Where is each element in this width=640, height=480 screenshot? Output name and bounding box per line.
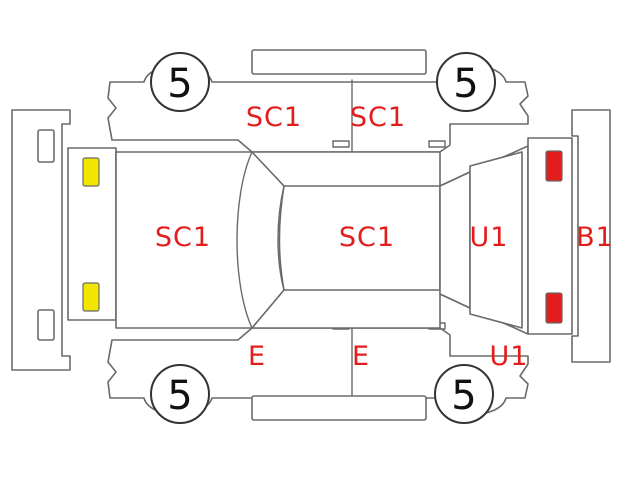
tire-front-left-circle <box>150 52 210 112</box>
front-bumper-outline <box>11 109 71 371</box>
tire-rear-right-circle <box>434 364 494 424</box>
code-rear-glass: U1 <box>470 222 509 253</box>
code-roof: SC1 <box>339 222 395 253</box>
code-bottom-door-left: E <box>248 341 266 372</box>
tire-front-right-circle <box>150 364 210 424</box>
tire-rear-left-value: 5 <box>453 61 478 107</box>
bottom-side-step <box>251 395 427 421</box>
pillar-front-top <box>251 151 285 187</box>
code-hood: SC1 <box>155 222 211 253</box>
top-view-body <box>67 137 573 335</box>
tire-rear-right-value: 5 <box>451 373 476 419</box>
tire-front-left: 5 <box>150 52 210 112</box>
tire-front-right: 5 <box>150 364 210 424</box>
code-rear-bumper: B1 <box>576 222 614 253</box>
pillar-front-bottom <box>251 289 285 329</box>
top-door-handle-left <box>332 140 350 148</box>
top-door-handle-right <box>428 140 446 148</box>
front-bumper-slot-bottom <box>37 309 55 341</box>
rear-glass <box>469 151 523 329</box>
front-lamp-marker-top <box>82 157 100 187</box>
tire-rear-left-circle <box>436 52 496 112</box>
roof-panel <box>278 185 441 291</box>
rear-bumper-outline <box>571 109 611 363</box>
damage-codes: SC1 SC1 SC1 SC1 U1 B1 E E U1 <box>155 102 614 372</box>
code-top-door-left: SC1 <box>246 102 302 133</box>
front-lamp-marker-bottom <box>82 282 100 312</box>
front-bumper-slot-top <box>37 129 55 163</box>
tire-rear-left: 5 <box>436 52 496 112</box>
rear-lamp-marker-bottom <box>545 292 563 324</box>
tire-front-left-value: 5 <box>167 61 192 107</box>
code-rear-quarter-bottom: U1 <box>490 341 529 372</box>
code-bottom-door-right: E <box>352 341 370 372</box>
rear-bumper <box>571 109 611 363</box>
front-bumper <box>11 109 71 371</box>
rear-window-frame <box>439 171 471 309</box>
rear-lamp-marker-top <box>545 150 563 182</box>
tire-rear-right: 5 <box>434 364 494 424</box>
top-side-step <box>251 49 427 75</box>
code-top-door-right: SC1 <box>350 102 406 133</box>
tire-front-right-value: 5 <box>167 373 192 419</box>
